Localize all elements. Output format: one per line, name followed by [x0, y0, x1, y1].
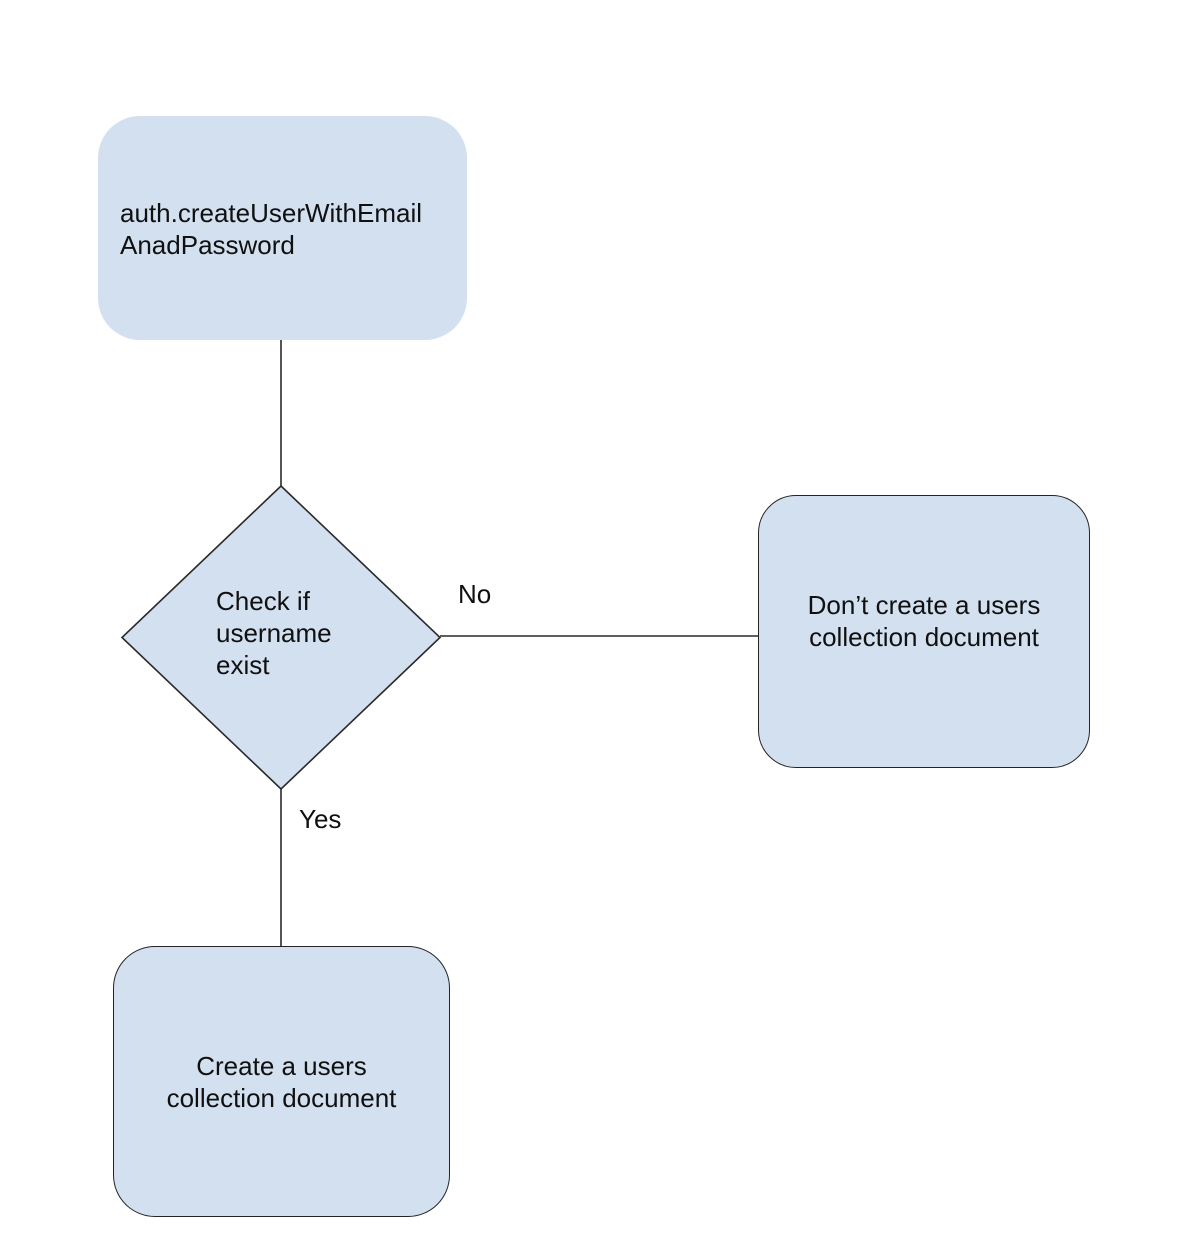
- node-yes-outcome: [113, 946, 450, 1217]
- edge-label-no: No: [458, 579, 492, 609]
- decision-diamond-shape: [120, 484, 442, 791]
- edge-label-yes: Yes: [299, 804, 342, 834]
- node-no-outcome-label: Don’t create a users collection document: [807, 590, 1041, 652]
- node-start-label: auth.createUserWithEmail AnadPassword: [120, 198, 422, 260]
- node-yes-outcome-label: Create a users collection document: [166, 1051, 397, 1113]
- node-no-outcome: [758, 495, 1090, 768]
- node-start: [98, 116, 467, 340]
- node-decision-label: Check if username exist: [216, 586, 332, 680]
